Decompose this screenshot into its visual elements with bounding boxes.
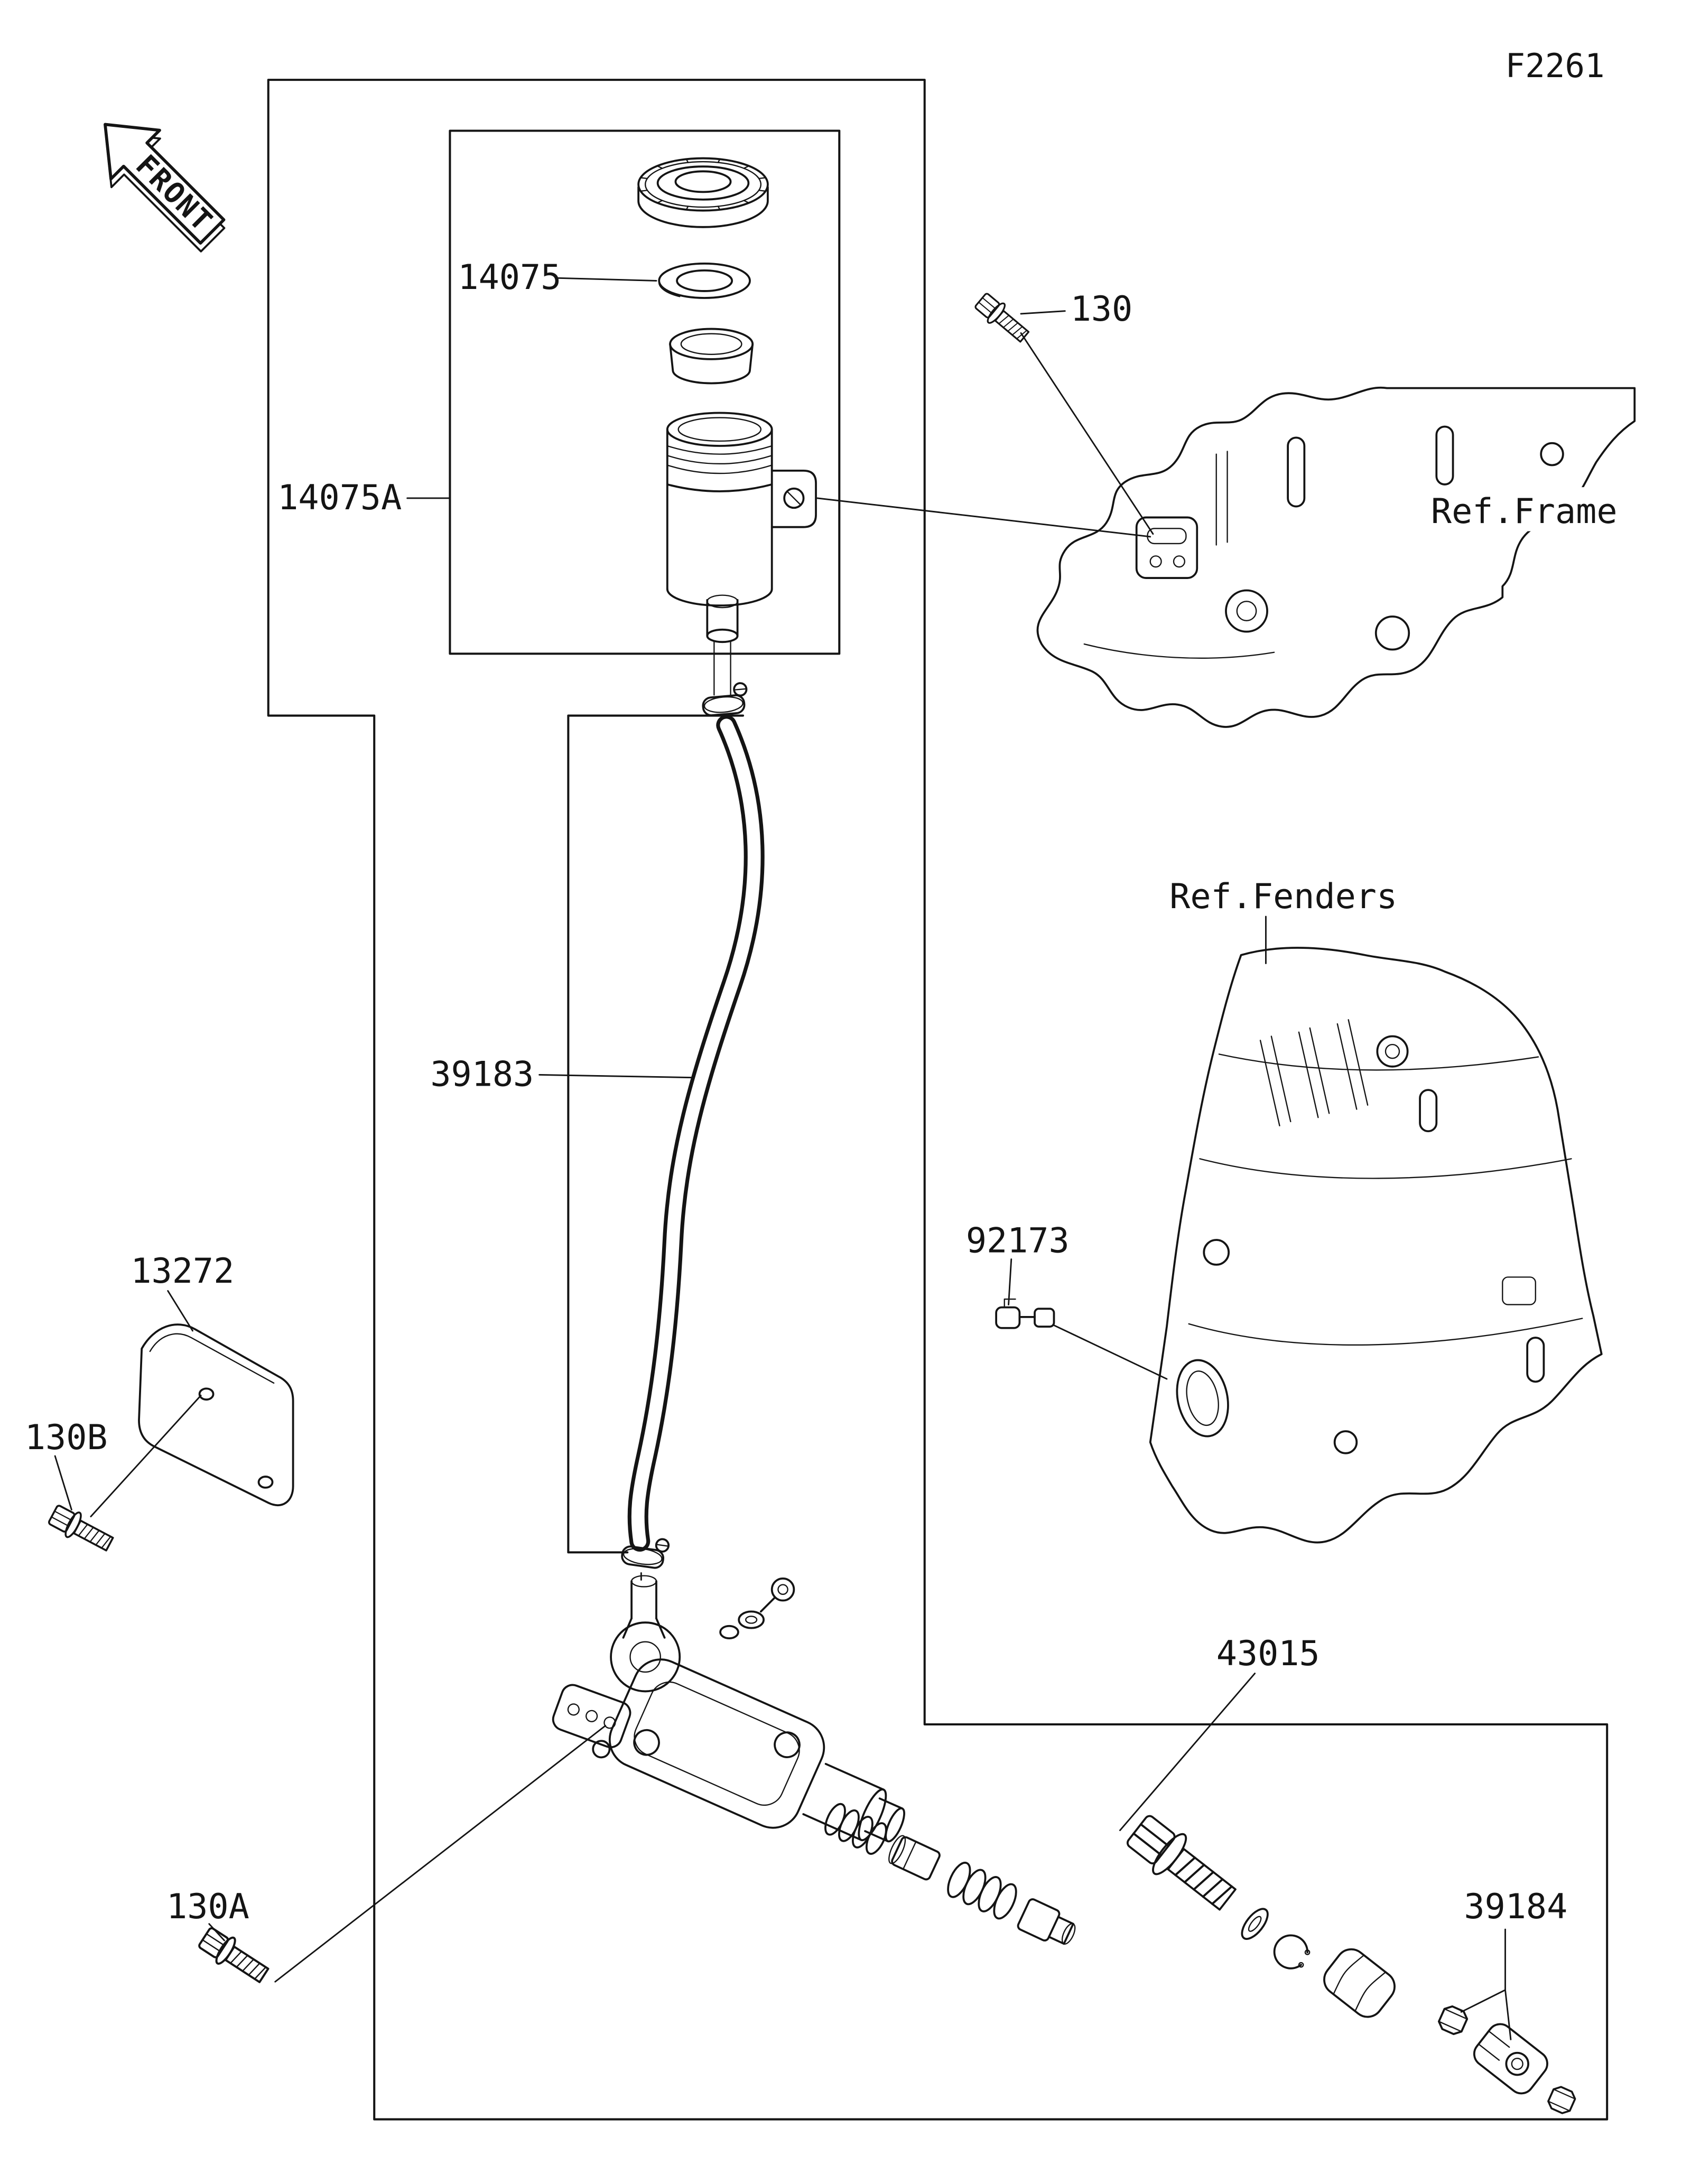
part-bolt-130a [195,1923,273,1990]
part-reservoir-body [666,412,817,696]
part-reservoir-cap [637,157,769,228]
label-14075: 14075 [458,258,561,297]
label-ref-fenders: Ref.Fenders [1169,877,1397,917]
label-diagram-code: F2261 [1505,46,1604,85]
ref-fenders-silhouette [1149,947,1603,1544]
assembly-boundary [267,79,1609,2121]
part-hose [627,715,765,1552]
label-130b: 130B [25,1418,108,1458]
label-ref-frame: Ref.Frame [1431,492,1618,531]
part-diaphragm-plate [658,262,751,299]
circlip [1273,1934,1311,1970]
label-13272: 13272 [131,1252,234,1291]
part-guard-plate [138,1323,294,1506]
part-hose-clamp-upper [700,682,750,717]
part-diaphragm-cup [669,328,754,385]
label-39183: 39183 [430,1054,534,1094]
label-14075a: 14075A [277,478,402,518]
part-pushrod-kit [1122,1809,1396,2018]
ref-frame-silhouette [1036,386,1636,728]
part-piston-kit [820,1800,1076,1945]
leader-lines [54,277,1512,2040]
label-39184: 39184 [1464,1887,1567,1927]
label-130: 130 [1071,290,1133,329]
part-clamp-92173 [995,1298,1055,1329]
part-bolt-130b [45,1501,117,1557]
part-clevis-joint [1435,2003,1578,2117]
part-master-cylinder-body [552,1575,905,1843]
front-arrow: FRONT [104,123,226,253]
label-130a: 130A [166,1887,249,1927]
labels: F2261 14075 14075A 130 Ref.Frame Ref.Fen… [25,46,1632,1927]
label-43015: 43015 [1216,1634,1320,1674]
label-92173: 92173 [966,1221,1070,1261]
